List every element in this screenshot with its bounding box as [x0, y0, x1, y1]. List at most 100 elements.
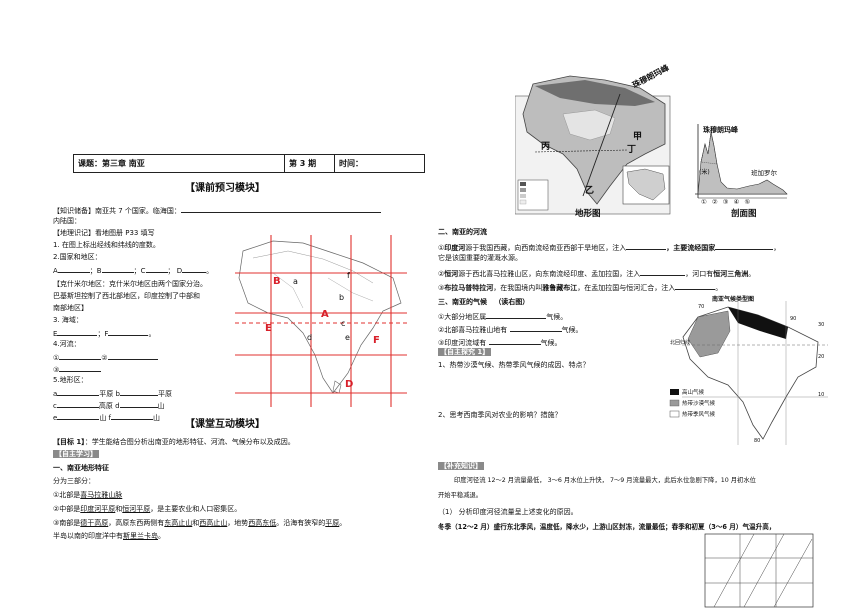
- blank: [145, 265, 168, 273]
- blank: [119, 388, 158, 396]
- map-label-f-landform: f: [347, 271, 350, 280]
- deg-70: 70: [698, 304, 705, 310]
- blank: [101, 265, 134, 273]
- t-text: ，高原东西两侧有: [108, 519, 165, 527]
- country-a: A: [53, 267, 58, 275]
- supplement-p1: 印度河径流 12～2 月流量最低， 3～6 月水位上升快， 7～9 月流量最大，…: [454, 477, 756, 484]
- climate-line-1: ①大部分地区属气候。: [438, 311, 567, 321]
- c-text: ③印度河流域有: [438, 339, 487, 347]
- task-2: 2.国家和地区：: [53, 253, 102, 261]
- t-text: ②中部是: [53, 505, 81, 513]
- label-ding: 丁: [627, 145, 637, 155]
- blank: [57, 328, 98, 336]
- inland-text: 内陆国：: [53, 217, 81, 225]
- identify-line: 【地理识记】看地图册 P33 填写: [53, 229, 155, 237]
- explore-q2: 2、思考西南季风对农业的影响？措施？: [438, 411, 562, 419]
- lesson-title: 课题：第三章 南亚: [74, 155, 285, 172]
- grid-svg: [704, 533, 814, 608]
- r-text: ，在孟加拉国与恒河汇合，注入: [577, 284, 676, 292]
- explore-q1: 1、热带沙漠气候、热带季风气候的成因、特点？: [438, 361, 590, 369]
- r-text: 。: [748, 270, 756, 278]
- goal-label: 【目标 1】: [53, 438, 85, 446]
- river-brahmaputra: 布拉马普特拉河: [444, 284, 494, 292]
- t-text: 和: [192, 519, 200, 527]
- t-text: ，是主要农业和人口密集区。: [150, 505, 242, 513]
- landform-d-suffix: 山: [157, 402, 165, 410]
- river-ganges-line: ②恒河源于西北喜马拉雅山区，向东南流经印度、孟加拉国，注入，河口有恒河三角洲。: [438, 268, 755, 278]
- answer-himalaya: 喜马拉雅山脉: [80, 491, 123, 499]
- country-d: ； D: [167, 267, 183, 275]
- label-bing: 丙: [541, 142, 551, 152]
- deg-30: 30: [818, 322, 825, 328]
- map-label-c-landform: c: [341, 319, 346, 328]
- climate-hint: （读右图）: [494, 298, 530, 306]
- river-1: ①: [53, 354, 60, 362]
- supplement-p1b: 开始平稳减退。: [438, 492, 483, 499]
- marker-4: ④: [733, 198, 745, 206]
- landform-a: a: [53, 390, 58, 398]
- r-text: ③: [438, 284, 445, 292]
- rivers-heading-right: 二、南亚的河流: [438, 228, 487, 236]
- marker-5: ⑤: [744, 198, 756, 206]
- rivers-heading: 4.河流：: [53, 340, 81, 348]
- landform-b-suffix: 平原: [157, 390, 172, 398]
- c-text: ②北部喜马拉雅山地有: [438, 326, 508, 334]
- blank: [486, 311, 547, 319]
- terrain-map-svg: [514, 75, 788, 215]
- rivers-line-2: ③: [53, 364, 102, 374]
- deg-20: 20: [818, 354, 825, 360]
- t-text: 半岛以南的印度洋中有: [53, 532, 123, 540]
- r-text: ，主要流经国家: [666, 244, 716, 252]
- inland-line: 内陆国：: [53, 217, 81, 225]
- landform-f: 山 f: [99, 414, 112, 422]
- label-yi: 乙: [585, 186, 595, 196]
- goal-line: 【目标 1】：学生能结合图分析出南亚的地形特征、河流、气候分布以及成因。: [53, 438, 295, 446]
- profile-peak-label: 珠穆朗玛峰: [703, 126, 738, 134]
- landform-f-suffix: 山: [153, 414, 161, 422]
- map-label-f-sea: F: [373, 335, 380, 346]
- profile-markers: ①②③④⑤: [701, 198, 756, 206]
- blank: [57, 265, 90, 273]
- yarlung-tsangpo: 雅鲁藏布江: [542, 284, 578, 292]
- c-text: 气候。: [561, 326, 583, 334]
- seas-line: E；F。: [53, 328, 155, 338]
- blank: [180, 205, 306, 213]
- landforms-heading: 5.地形区：: [53, 376, 88, 384]
- preview-module-title: 【课前预习模块】: [185, 183, 265, 194]
- self-study-tag: 【自主学习】: [53, 450, 99, 459]
- blank: [675, 282, 716, 290]
- seas-heading: 3. 海域：: [53, 316, 83, 324]
- lesson-header-table: 课题：第三章 南亚 第 3 期 时间：: [73, 154, 425, 173]
- bangalore-label: 班加罗尔: [751, 169, 777, 177]
- landform-e: e: [53, 414, 58, 422]
- ganges-delta: 恒河三角洲: [713, 270, 749, 278]
- country-c: ；C: [133, 267, 146, 275]
- climate-heading-text: 三、南亚的气候: [438, 298, 487, 306]
- countries-line: A；B；C； D。: [53, 265, 213, 275]
- answer-deccan: 德干高原: [80, 519, 109, 527]
- legend-alpine: 高山气候: [682, 390, 705, 396]
- blank: [56, 400, 99, 408]
- supplement-tag: 【补充知识】: [438, 462, 484, 471]
- climate-map-svg: [669, 301, 828, 445]
- kashmir-line-2: 巴基斯坦控制了西北部地区，印度控制了中部和: [53, 292, 200, 300]
- t-text: ①北部是: [53, 491, 81, 499]
- blank: [509, 324, 562, 332]
- terrain-line-1: ①北部是喜马拉雅山脉: [53, 491, 122, 499]
- landform-c: c: [53, 402, 57, 410]
- river-indus-line: ①印度河源于我国西藏，向西南流经南亚西部干旱地区，注入，主要流经国家，: [438, 242, 780, 252]
- deg-80: 80: [754, 438, 761, 444]
- map-label-a-country: A: [321, 309, 329, 320]
- marker-3: ③: [722, 198, 734, 206]
- map-caption: 地形图: [575, 209, 601, 219]
- landform-d: 高原 d: [98, 402, 120, 410]
- climate-line-3: ③印度河流域有 气候。: [438, 337, 562, 347]
- answer-west-high: 西高东低: [248, 519, 277, 527]
- kashmir-line-1: 【克什米尔地区：克什米尔地区由两个国家分治。: [53, 280, 207, 288]
- country-b: ；B: [89, 267, 102, 275]
- r-text: ①: [438, 244, 445, 252]
- deg-90: 90: [790, 316, 797, 322]
- terrain-line-0: 分为三部分：: [53, 477, 95, 485]
